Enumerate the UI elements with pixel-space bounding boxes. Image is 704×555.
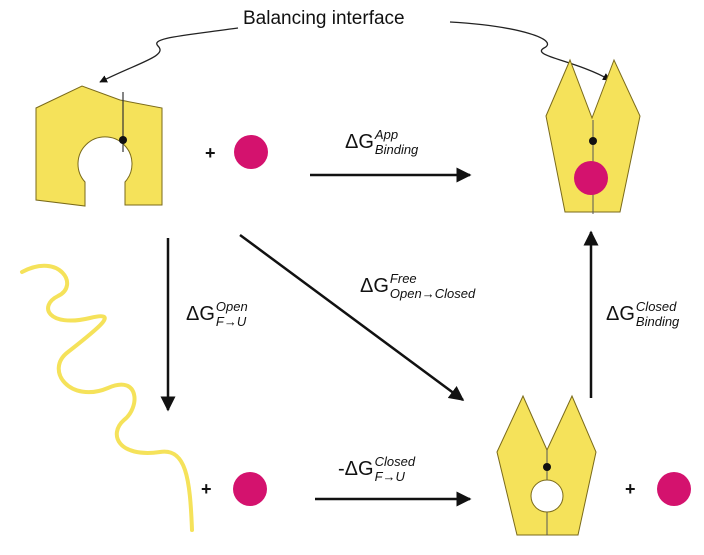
label-app-sub: Binding [374,141,419,157]
label-free-sub: Open→Closed [389,285,476,301]
label-app-sup: App [374,127,399,142]
balancing-arrow-left [99,27,239,83]
arrow-open-to-closed [239,233,465,402]
balancing-interface-title: Balancing interface [243,8,405,29]
delta-g-symbol: ΔG [606,302,635,325]
delta-g-symbol: ΔG [345,130,374,153]
plus-sign-bottom-left: + [201,479,212,499]
label-closed-unfold-sub: F→U [374,468,405,484]
neg-delta-g-symbol: -ΔG [338,457,374,480]
label-closed-binding-sub: Binding [635,313,680,329]
plus-sign-bottom-right: + [625,479,636,499]
delta-g-symbol: ΔG [186,302,215,325]
unfolded-chain [20,263,194,532]
open-protein [35,85,163,207]
label-free-sup: Free [389,271,417,286]
label-open-sub: F→U [215,313,247,329]
plus-sign-top: + [205,143,216,163]
label-closed-unfold-sup: Closed [374,454,416,469]
label-closed-binding-sup: Closed [635,299,677,314]
balancing-arrow-right [449,21,611,81]
delta-g-symbol: ΔG [360,274,389,297]
bound-closed-protein [545,58,641,214]
closed-apo-protein [496,394,597,536]
ligand-bottom-left [233,472,267,506]
bound-ligand [574,161,608,195]
ligand-bottom-right [657,472,691,506]
ligand-top [234,135,268,169]
label-open-sup: Open [215,299,248,314]
